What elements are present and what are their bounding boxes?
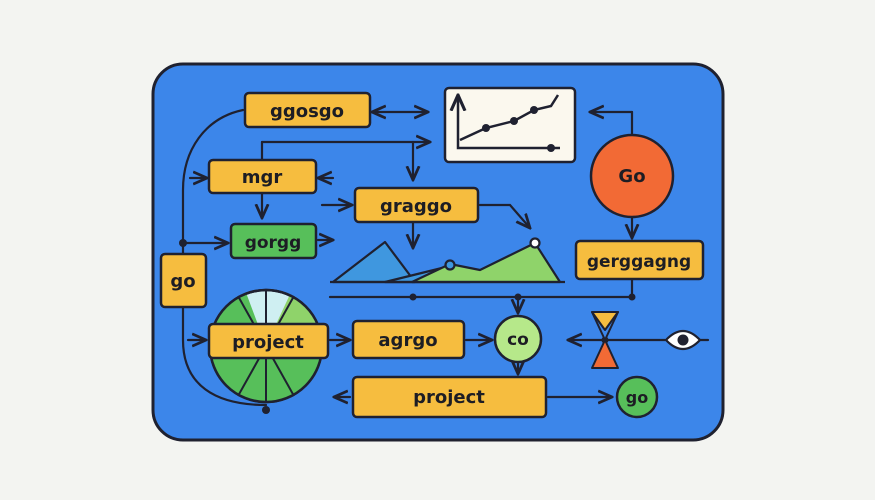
node-so-circle[interactable]: go bbox=[615, 375, 659, 419]
node-co-circle[interactable]: co bbox=[493, 314, 543, 364]
svg-text:go: go bbox=[170, 271, 195, 292]
node-top-box[interactable]: ggosgo bbox=[243, 91, 372, 129]
node-pie-label-box[interactable]: project bbox=[207, 322, 330, 360]
arrow-graggo-to-peak bbox=[478, 203, 530, 228]
left-curve bbox=[181, 108, 268, 407]
node-agrgo-box[interactable]: agrgo bbox=[351, 319, 466, 360]
node-side-box[interactable]: go bbox=[159, 252, 208, 309]
svg-text:go: go bbox=[626, 388, 648, 407]
svg-text:graggo: graggo bbox=[380, 196, 452, 217]
svg-text:project: project bbox=[232, 332, 304, 353]
node-middle-box[interactable]: graggo bbox=[353, 186, 480, 224]
eye-icon[interactable] bbox=[664, 329, 702, 351]
svg-text:Go: Go bbox=[618, 166, 645, 187]
hourglass-icon bbox=[591, 311, 619, 369]
svg-text:agrgo: agrgo bbox=[378, 330, 437, 351]
node-green-box[interactable]: gorgg bbox=[229, 222, 318, 260]
svg-text:mgr: mgr bbox=[242, 167, 283, 188]
svg-text:gerggagng: gerggagng bbox=[587, 252, 691, 272]
connectors bbox=[179, 108, 710, 407]
node-orange-circle[interactable]: Go bbox=[589, 133, 675, 219]
line-chart-icon bbox=[443, 86, 577, 164]
node-bottom-box[interactable]: project bbox=[351, 375, 548, 419]
mountain-chart-icon bbox=[330, 237, 565, 284]
svg-text:gorgg: gorgg bbox=[245, 233, 302, 253]
svg-text:project: project bbox=[413, 387, 485, 408]
svg-text:ggosgo: ggosgo bbox=[270, 101, 344, 122]
svg-text:co: co bbox=[507, 330, 529, 350]
node-mgr-box[interactable]: mgr bbox=[207, 158, 318, 195]
node-right-box[interactable]: gerggagng bbox=[574, 239, 705, 281]
